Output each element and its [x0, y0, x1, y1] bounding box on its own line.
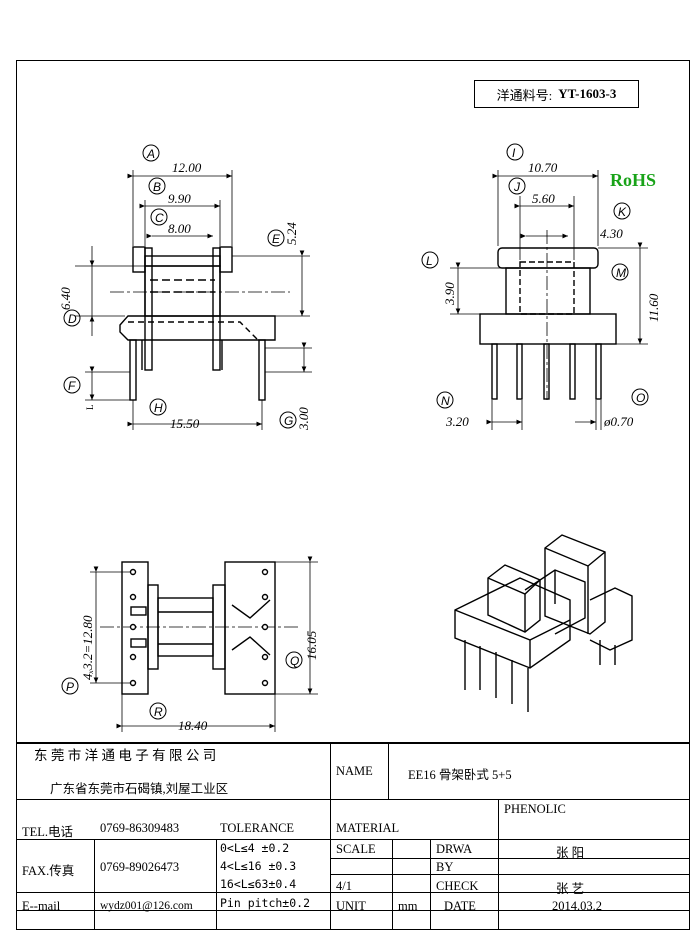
- technical-drawing: A B C E D F G: [61, 143, 649, 732]
- dim-q-value: 16.05: [304, 630, 319, 660]
- dim-k-value: 4.30: [600, 226, 623, 241]
- isometric-view: [454, 534, 633, 712]
- top-view: P Q R: [61, 556, 318, 732]
- svg-text:L: L: [426, 254, 433, 268]
- material-label: MATERIAL: [336, 821, 400, 835]
- name-value: EE16 骨架卧式 5+5: [408, 768, 512, 782]
- dim-j-value: 5.60: [532, 191, 555, 206]
- svg-text:M: M: [616, 266, 626, 280]
- part-number-value: YT-1603-3: [558, 86, 617, 101]
- svg-text:C: C: [155, 211, 164, 225]
- svg-text:K: K: [618, 205, 627, 219]
- svg-text:B: B: [153, 180, 161, 194]
- drawn-label-1: DRWA: [436, 842, 473, 856]
- drawn-by-value: 张 阳: [556, 846, 585, 860]
- drawn-label-2: BY: [436, 860, 454, 874]
- dim-i-value: 10.70: [528, 160, 558, 175]
- svg-text:A: A: [146, 147, 155, 161]
- tolerance-line-4: Pin pitch±0.2: [220, 896, 311, 910]
- title-block: 东 莞 市 洋 通 电 子 有 限 公 司 广东省东莞市石碣镇,刘屋工业区 NA…: [16, 742, 690, 930]
- email-label: E--mail: [22, 899, 61, 913]
- date-value: 2014.03.2: [552, 899, 602, 913]
- side-view: I J K L M N O: [421, 143, 649, 430]
- email-value: wydz001@126.com: [100, 900, 193, 912]
- dim-p-value: 4ₓ3.2=12.80: [80, 615, 95, 680]
- dim-d-value: 6.40: [58, 287, 73, 310]
- svg-text:H: H: [154, 401, 163, 415]
- svg-text:J: J: [513, 180, 521, 194]
- dim-h-value: 15.50: [170, 416, 200, 431]
- scale-label: SCALE: [336, 842, 376, 856]
- tel-value: 0769-86309483: [100, 821, 180, 835]
- tolerance-line-3: 16<L≤63±0.4: [220, 877, 297, 891]
- tolerance-line-2: 4<L≤16 ±0.3: [220, 859, 297, 873]
- dim-g-value: 3.00: [296, 407, 311, 430]
- svg-text:E: E: [272, 232, 281, 246]
- company-address: 广东省东莞市石碣镇,刘屋工业区: [50, 782, 229, 796]
- material-value: PHENOLIC: [504, 802, 566, 816]
- fax-value: 0769-89026473: [100, 860, 180, 874]
- check-label: CHECK: [436, 879, 479, 893]
- scale-value: 4/1: [336, 879, 352, 893]
- svg-text:G: G: [284, 414, 293, 428]
- svg-text:I: I: [512, 146, 516, 160]
- dim-l-value: 3.90: [442, 282, 457, 305]
- fax-label: FAX.传真: [22, 864, 75, 878]
- dim-r-value: 18.40: [178, 718, 208, 733]
- date-label: DATE: [444, 899, 476, 913]
- svg-text:R: R: [154, 705, 163, 719]
- company-name: 东 莞 市 洋 通 电 子 有 限 公 司: [34, 748, 217, 763]
- unit-label: UNIT: [336, 899, 366, 913]
- dim-a-value: 12.00: [172, 160, 202, 175]
- svg-text:O: O: [636, 391, 645, 405]
- svg-text:P: P: [66, 680, 74, 694]
- svg-text:F: F: [68, 379, 76, 393]
- dim-c-value: 8.00: [168, 221, 191, 236]
- dim-n-value: 3.20: [446, 414, 469, 429]
- dim-o-value: ø0.70: [604, 414, 634, 429]
- part-number-box: 洋通料号: YT-1603-3: [474, 80, 639, 108]
- svg-text:N: N: [441, 394, 450, 408]
- tolerance-label: TOLERANCE: [220, 821, 295, 835]
- check-value: 张 艺: [556, 882, 585, 896]
- dim-e-value: 5.24: [284, 222, 299, 245]
- rohs-mark: RoHS: [610, 170, 657, 190]
- front-view: A B C E D F G: [63, 144, 312, 430]
- tel-label: TEL.电话: [22, 825, 74, 839]
- drawing-frame: [16, 60, 690, 930]
- dim-b-value: 9.90: [168, 191, 191, 206]
- tolerance-line-1: 0<L≤4 ±0.2: [220, 841, 290, 855]
- unit-value: mm: [398, 899, 418, 913]
- part-number-label: 洋通料号:: [496, 87, 553, 103]
- name-label: NAME: [336, 764, 373, 778]
- dim-m-value: 11.60: [646, 293, 661, 322]
- svg-text:D: D: [68, 312, 77, 326]
- svg-text:Q: Q: [290, 654, 299, 668]
- dim-f-value: L: [85, 404, 95, 411]
